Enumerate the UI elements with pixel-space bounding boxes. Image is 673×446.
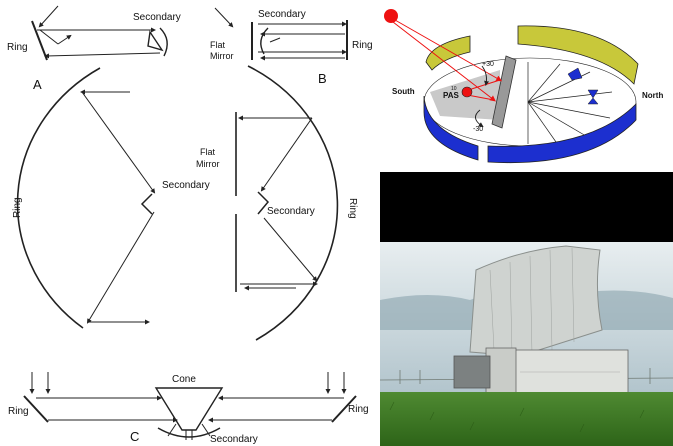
label-small-mark: 10 bbox=[451, 86, 457, 92]
ray-a-bottom bbox=[44, 52, 161, 59]
sun-icon bbox=[384, 9, 398, 23]
label-ring-b: Ring bbox=[352, 40, 373, 51]
ring-front-right bbox=[487, 103, 637, 164]
label-angle-pos: +30 bbox=[482, 61, 494, 68]
secondary-left bbox=[140, 193, 153, 215]
label-pas: PAS bbox=[443, 91, 460, 100]
secondary-mark bbox=[461, 86, 473, 98]
radio-telescope-photo bbox=[379, 242, 673, 446]
secondary-mirror-a bbox=[147, 30, 164, 52]
label-flat-mirror-middle-2: Mirror bbox=[196, 159, 220, 169]
cone bbox=[154, 387, 224, 431]
label-ring-middle-right: Ring bbox=[347, 198, 358, 219]
ring-mirror-c-left bbox=[23, 395, 49, 423]
diagram-circle bbox=[16, 65, 339, 341]
incoming-ray-a bbox=[38, 5, 59, 28]
label-secondary-a: Secondary bbox=[133, 12, 181, 23]
label-secondary-b: Secondary bbox=[258, 9, 306, 20]
photo-trailer bbox=[511, 349, 629, 401]
label-south: South bbox=[392, 87, 415, 96]
panel-label-b: B bbox=[318, 71, 327, 86]
label-ring-middle-left: Ring bbox=[12, 197, 23, 218]
diagram-b bbox=[214, 7, 348, 61]
panel-label-a: A bbox=[33, 77, 42, 92]
label-north: North bbox=[642, 91, 663, 100]
schematic-3d bbox=[380, 0, 673, 172]
label-ring-a: Ring bbox=[7, 42, 28, 53]
label-ring-c-right: Ring bbox=[348, 404, 369, 415]
photo-reflector bbox=[469, 245, 603, 357]
ring-arc-right bbox=[247, 65, 339, 341]
ring-arc-left bbox=[16, 67, 101, 329]
secondary-right bbox=[257, 191, 270, 215]
ring-mirror-c-right bbox=[331, 395, 357, 423]
label-secondary-middle-left: Secondary bbox=[162, 180, 210, 191]
label-flat-mirror-b-1: Flat bbox=[210, 40, 226, 50]
label-secondary-middle-right: Secondary bbox=[267, 206, 315, 217]
panel-label-c: C bbox=[130, 429, 139, 444]
label-cone: Cone bbox=[172, 374, 196, 385]
label-flat-mirror-middle-1: Flat bbox=[200, 147, 216, 157]
reflector-panel bbox=[491, 55, 517, 129]
diagram-a bbox=[31, 5, 168, 61]
secondary-mirror-c bbox=[157, 427, 221, 438]
label-ring-c-left: Ring bbox=[8, 406, 29, 417]
ring-back-right bbox=[517, 25, 639, 85]
label-flat-mirror-b-2: Mirror bbox=[210, 51, 234, 61]
ring-front-left bbox=[423, 95, 479, 161]
ring-back-left bbox=[425, 35, 471, 71]
ring-mirror-a bbox=[31, 20, 48, 61]
black-panel bbox=[380, 172, 673, 242]
receiver-icon-2 bbox=[587, 89, 599, 105]
label-secondary-c: Secondary bbox=[210, 434, 258, 445]
secondary-mirror-b bbox=[260, 27, 269, 55]
diagram-c bbox=[23, 372, 357, 440]
receiver-icon-1 bbox=[567, 67, 583, 81]
label-angle-neg: -30 bbox=[473, 126, 483, 133]
